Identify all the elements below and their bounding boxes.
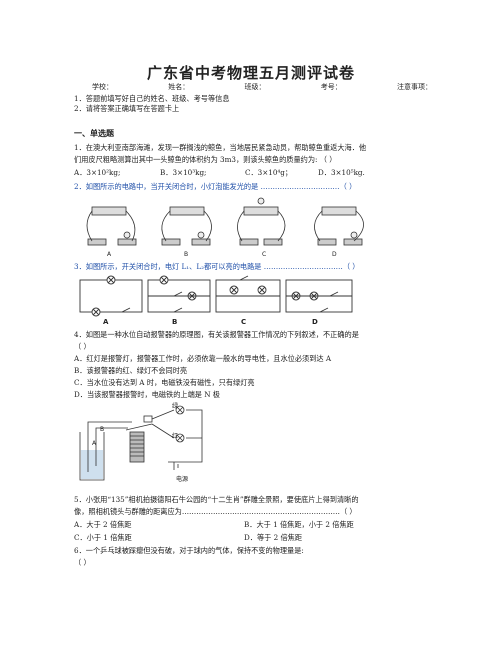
q3-label-c: C: [241, 318, 247, 326]
q4-option-c: C．当水位没有达到 A 时，电磁铁没有磁性，只有绿灯亮: [74, 378, 255, 387]
q6-line2: （ ）: [74, 558, 91, 567]
notice-label: 注意事项：: [397, 83, 432, 91]
name-field: 姓名：: [168, 83, 190, 91]
q4-b-label: B: [100, 426, 105, 433]
q4-line1: 4．如图是一种水位自动报警器的原理图，有关该报警器工作情况的下列叙述，不正确的是: [74, 330, 359, 339]
q3-label-a: A: [103, 318, 109, 326]
q2-text: 2．如图所示的电路中，当开关闭合时，小灯泡能发光的是 ……………………………（ …: [74, 182, 357, 191]
q3-label-b: B: [172, 318, 178, 326]
q1-option-c: C．3×10⁴g；: [245, 168, 293, 177]
q4-option-d: D．当该报警器报警时，电磁铁的上端是 N 极: [74, 390, 220, 399]
q4-option-b: B．该报警器的红、绿灯不会同时亮: [74, 366, 188, 375]
exam-number-field: 考号：: [320, 83, 342, 91]
q4-a-label: A: [92, 440, 97, 447]
q5-option-d: D．等于 2 倍焦距: [244, 533, 303, 542]
q3-label-d: D: [312, 318, 318, 326]
q4-green-label: 绿: [172, 403, 179, 410]
note-1: 1．答题前填写好自己的姓名、班级、考号等信息: [74, 94, 230, 103]
q2-label-d: D: [332, 251, 337, 258]
school-field: 学校：: [92, 83, 113, 91]
q4-line2: （ ）: [74, 342, 91, 351]
q2-label-b: B: [184, 251, 189, 258]
q6-line1: 6．一个乒乓球被踩瘪但没有破，对于球内的气体，保持不变的物理量是:: [74, 546, 304, 555]
q4-power-label: 电源: [176, 476, 189, 483]
q3-figure: [79, 275, 353, 317]
q4-alarm-figure: [79, 405, 203, 481]
q4-option-a: A．红灯是报警灯，报警器工作时，必须依靠一般水的导电性，且水位必须到达 A: [74, 354, 332, 363]
q1-option-b: B．3×10³kg;: [160, 168, 207, 177]
q5-option-a: A．大于 2 倍焦距: [74, 520, 132, 529]
page-title: 广东省中考物理五月测评试卷: [146, 64, 355, 82]
q5-line1: 5．小张用“135”相机拍摄德阳石牛公园的“十二生肖”群雕全景照，要使底片上得到…: [74, 495, 359, 504]
q5-option-c: C．小于 1 倍焦距: [74, 533, 132, 542]
q1-option-a: A．3×10²kg;: [74, 168, 121, 177]
q3-text: 3．如图所示，开关闭合时，电灯 L₁、L₂都可以亮的电路是 ……………………………: [74, 262, 360, 271]
q2-label-a: A: [107, 251, 112, 258]
note-2: 2．请将答案正确填写在答题卡上: [74, 104, 180, 113]
q5-option-b: B．大于 1 倍焦距，小于 2 倍焦距: [244, 520, 354, 529]
q5-line2: 像，照相机镜头与群雕的距离应为…………………………………………………………（ ）: [74, 507, 357, 516]
student-info-row: 学校： 姓名： 班级： 考号： 注意事项：: [92, 82, 432, 92]
q1-option-d: D．3×10⁵kg.: [318, 168, 365, 177]
q1-line2: 们用皮尺粗略测算出其中一头鲸鱼的体积约为 3m3，则该头鲸鱼的质量约为: （ ）: [74, 155, 337, 164]
q4-red-label: 红: [172, 433, 179, 440]
section-heading: 一、单选题: [74, 129, 114, 138]
class-field: 班级：: [244, 83, 266, 91]
q1-line1: 1．在澳大利亚南部海滩，发现一群搁浅的鲸鱼，当地居民紧急动员，帮助鲸鱼重返大海．…: [74, 143, 367, 152]
q2-figure: [86, 197, 364, 246]
q2-label-c: C: [262, 251, 267, 258]
